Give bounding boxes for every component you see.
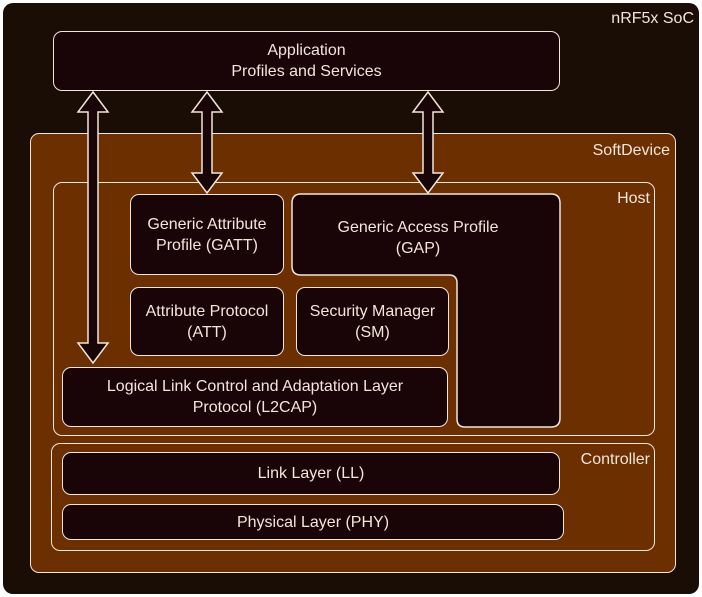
application-block: Application Profiles and Services [53, 31, 560, 91]
link-layer-block: Link Layer (LL) [62, 452, 560, 495]
att-title: Attribute Protocol [145, 302, 269, 320]
gatt-title: Generic Attribute [147, 215, 267, 233]
gap-subtitle: (GAP) [395, 240, 441, 257]
att-block: Attribute Protocol (ATT) [130, 287, 284, 356]
sm-block: Security Manager (SM) [296, 287, 449, 356]
physical-layer-label: Physical Layer (PHY) [236, 513, 390, 531]
controller-label: Controller [580, 451, 650, 468]
l2cap-subtitle: Protocol (L2CAP) [192, 399, 318, 416]
application-subtitle: Profiles and Services [231, 63, 382, 80]
application-title: Application [267, 42, 346, 59]
gatt-subtitle: Profile (GATT) [156, 236, 258, 254]
sm-title: Security Manager [309, 302, 436, 320]
att-subtitle: (ATT) [187, 323, 227, 341]
gap-title: Generic Access Profile [337, 219, 499, 236]
sm-subtitle: (SM) [355, 323, 390, 341]
softdevice-label: SoftDevice [592, 142, 670, 159]
soc-label: nRF5x SoC [611, 10, 694, 27]
gatt-block: Generic Attribute Profile (GATT) [130, 194, 284, 275]
host-label: Host [617, 190, 650, 207]
physical-layer-block: Physical Layer (PHY) [62, 504, 564, 540]
l2cap-block: Logical Link Control and Adaptation Laye… [62, 367, 448, 427]
link-layer-label: Link Layer (LL) [257, 465, 365, 482]
l2cap-title: Logical Link Control and Adaptation Laye… [106, 378, 404, 395]
